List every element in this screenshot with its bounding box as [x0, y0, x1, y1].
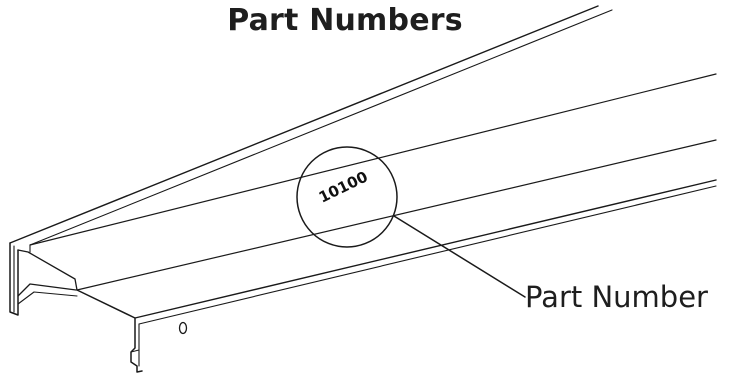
- rail-top-flange: [9, 5, 613, 246]
- magnifier-circle: [296, 146, 398, 248]
- callout-leader-line: [393, 215, 526, 298]
- rail-face-lines: [29, 73, 717, 325]
- rail-end-profile: [9, 242, 143, 373]
- mounting-hole: [178, 321, 188, 335]
- page-title: Part Numbers: [227, 3, 463, 38]
- stamped-part-number: 10100: [316, 168, 371, 207]
- callout-label: Part Number: [525, 280, 708, 314]
